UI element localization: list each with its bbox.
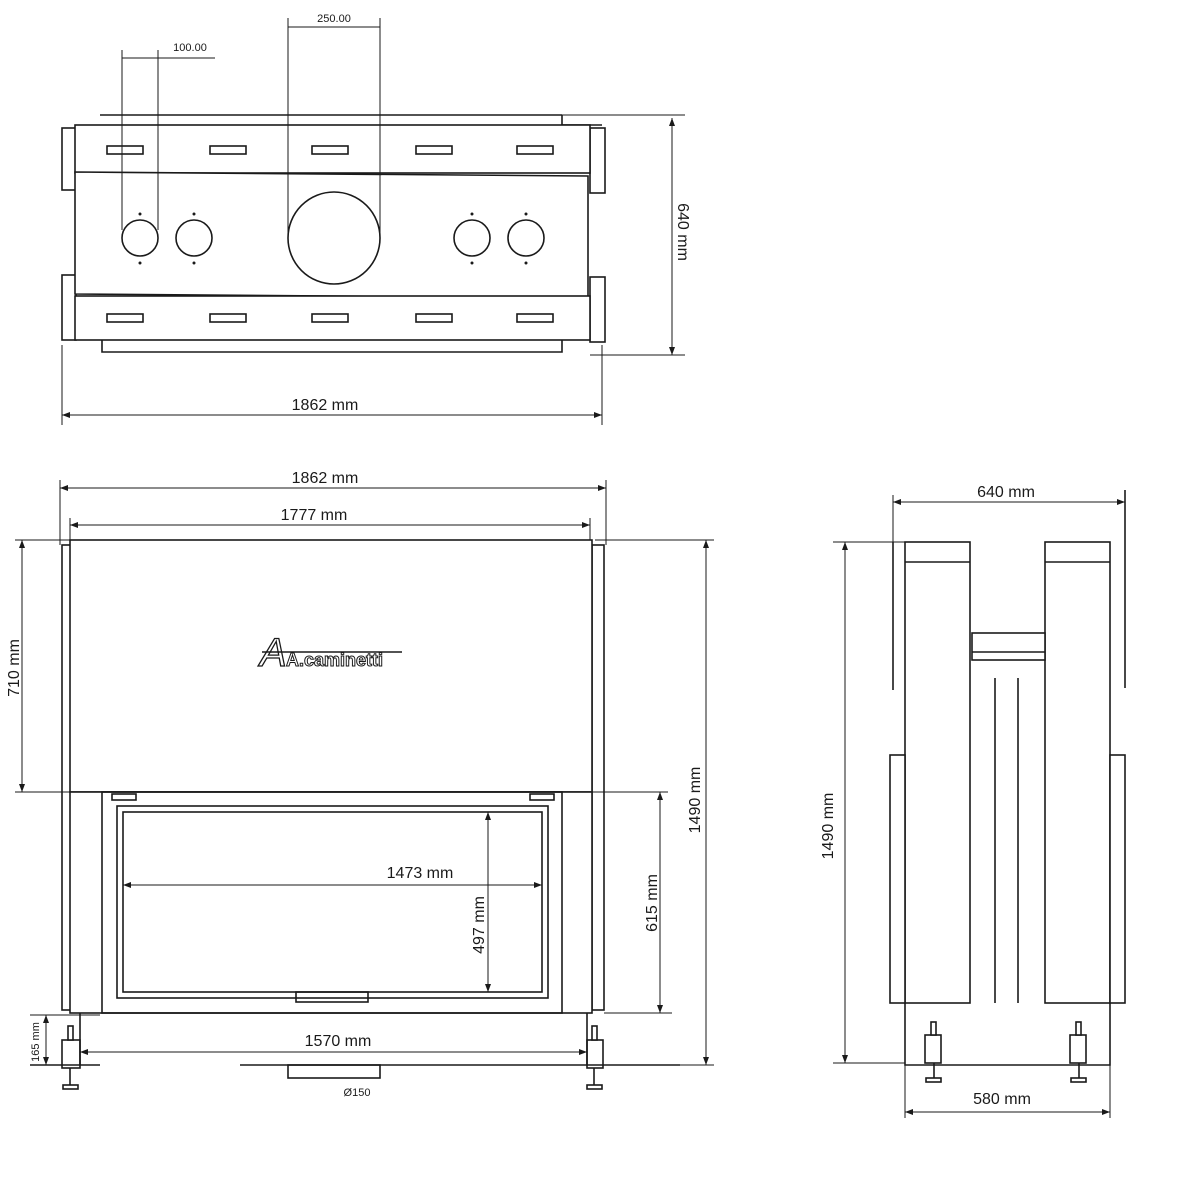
glass-height-dimension: 497 mm xyxy=(471,896,488,954)
top-view: 100.00 250.00 1862 mm 640 mm xyxy=(61,13,691,425)
feet-height-dimension: 165 mm xyxy=(30,1022,42,1062)
logo-text: A.caminetti xyxy=(286,650,383,670)
feet-span-dimension: 1570 mm xyxy=(305,1033,372,1050)
front-overall-width: 1862 mm xyxy=(292,470,359,487)
front-body-width: 1777 mm xyxy=(281,507,348,524)
side-depth-dimension: 640 mm xyxy=(977,484,1035,501)
total-height-dimension: 1490 mm xyxy=(687,767,704,834)
flue-dimension: 250.00 xyxy=(317,13,351,25)
side-view: 640 mm 1490 mm 580 mm xyxy=(820,484,1126,1118)
upper-height-dimension: 710 mm xyxy=(6,639,23,697)
vent-slots xyxy=(106,145,554,323)
top-width-dimension: 1862 mm xyxy=(292,397,359,414)
brand-logo: A A.caminetti xyxy=(257,630,402,676)
glass-width-dimension: 1473 mm xyxy=(387,865,454,882)
door-height-dimension: 615 mm xyxy=(644,874,661,932)
front-view: A A.caminetti 1862 mm 1777 mm 710 mm 615… xyxy=(6,470,714,1099)
side-base-dimension: 580 mm xyxy=(973,1091,1031,1108)
side-height-dimension: 1490 mm xyxy=(820,793,837,860)
top-depth-dimension: 640 mm xyxy=(674,203,691,261)
svg-text:A: A xyxy=(258,631,287,675)
offset-dimension: 100.00 xyxy=(173,42,207,54)
flue-diameter-label: Ø150 xyxy=(344,1087,371,1099)
air-inlets xyxy=(121,212,545,265)
